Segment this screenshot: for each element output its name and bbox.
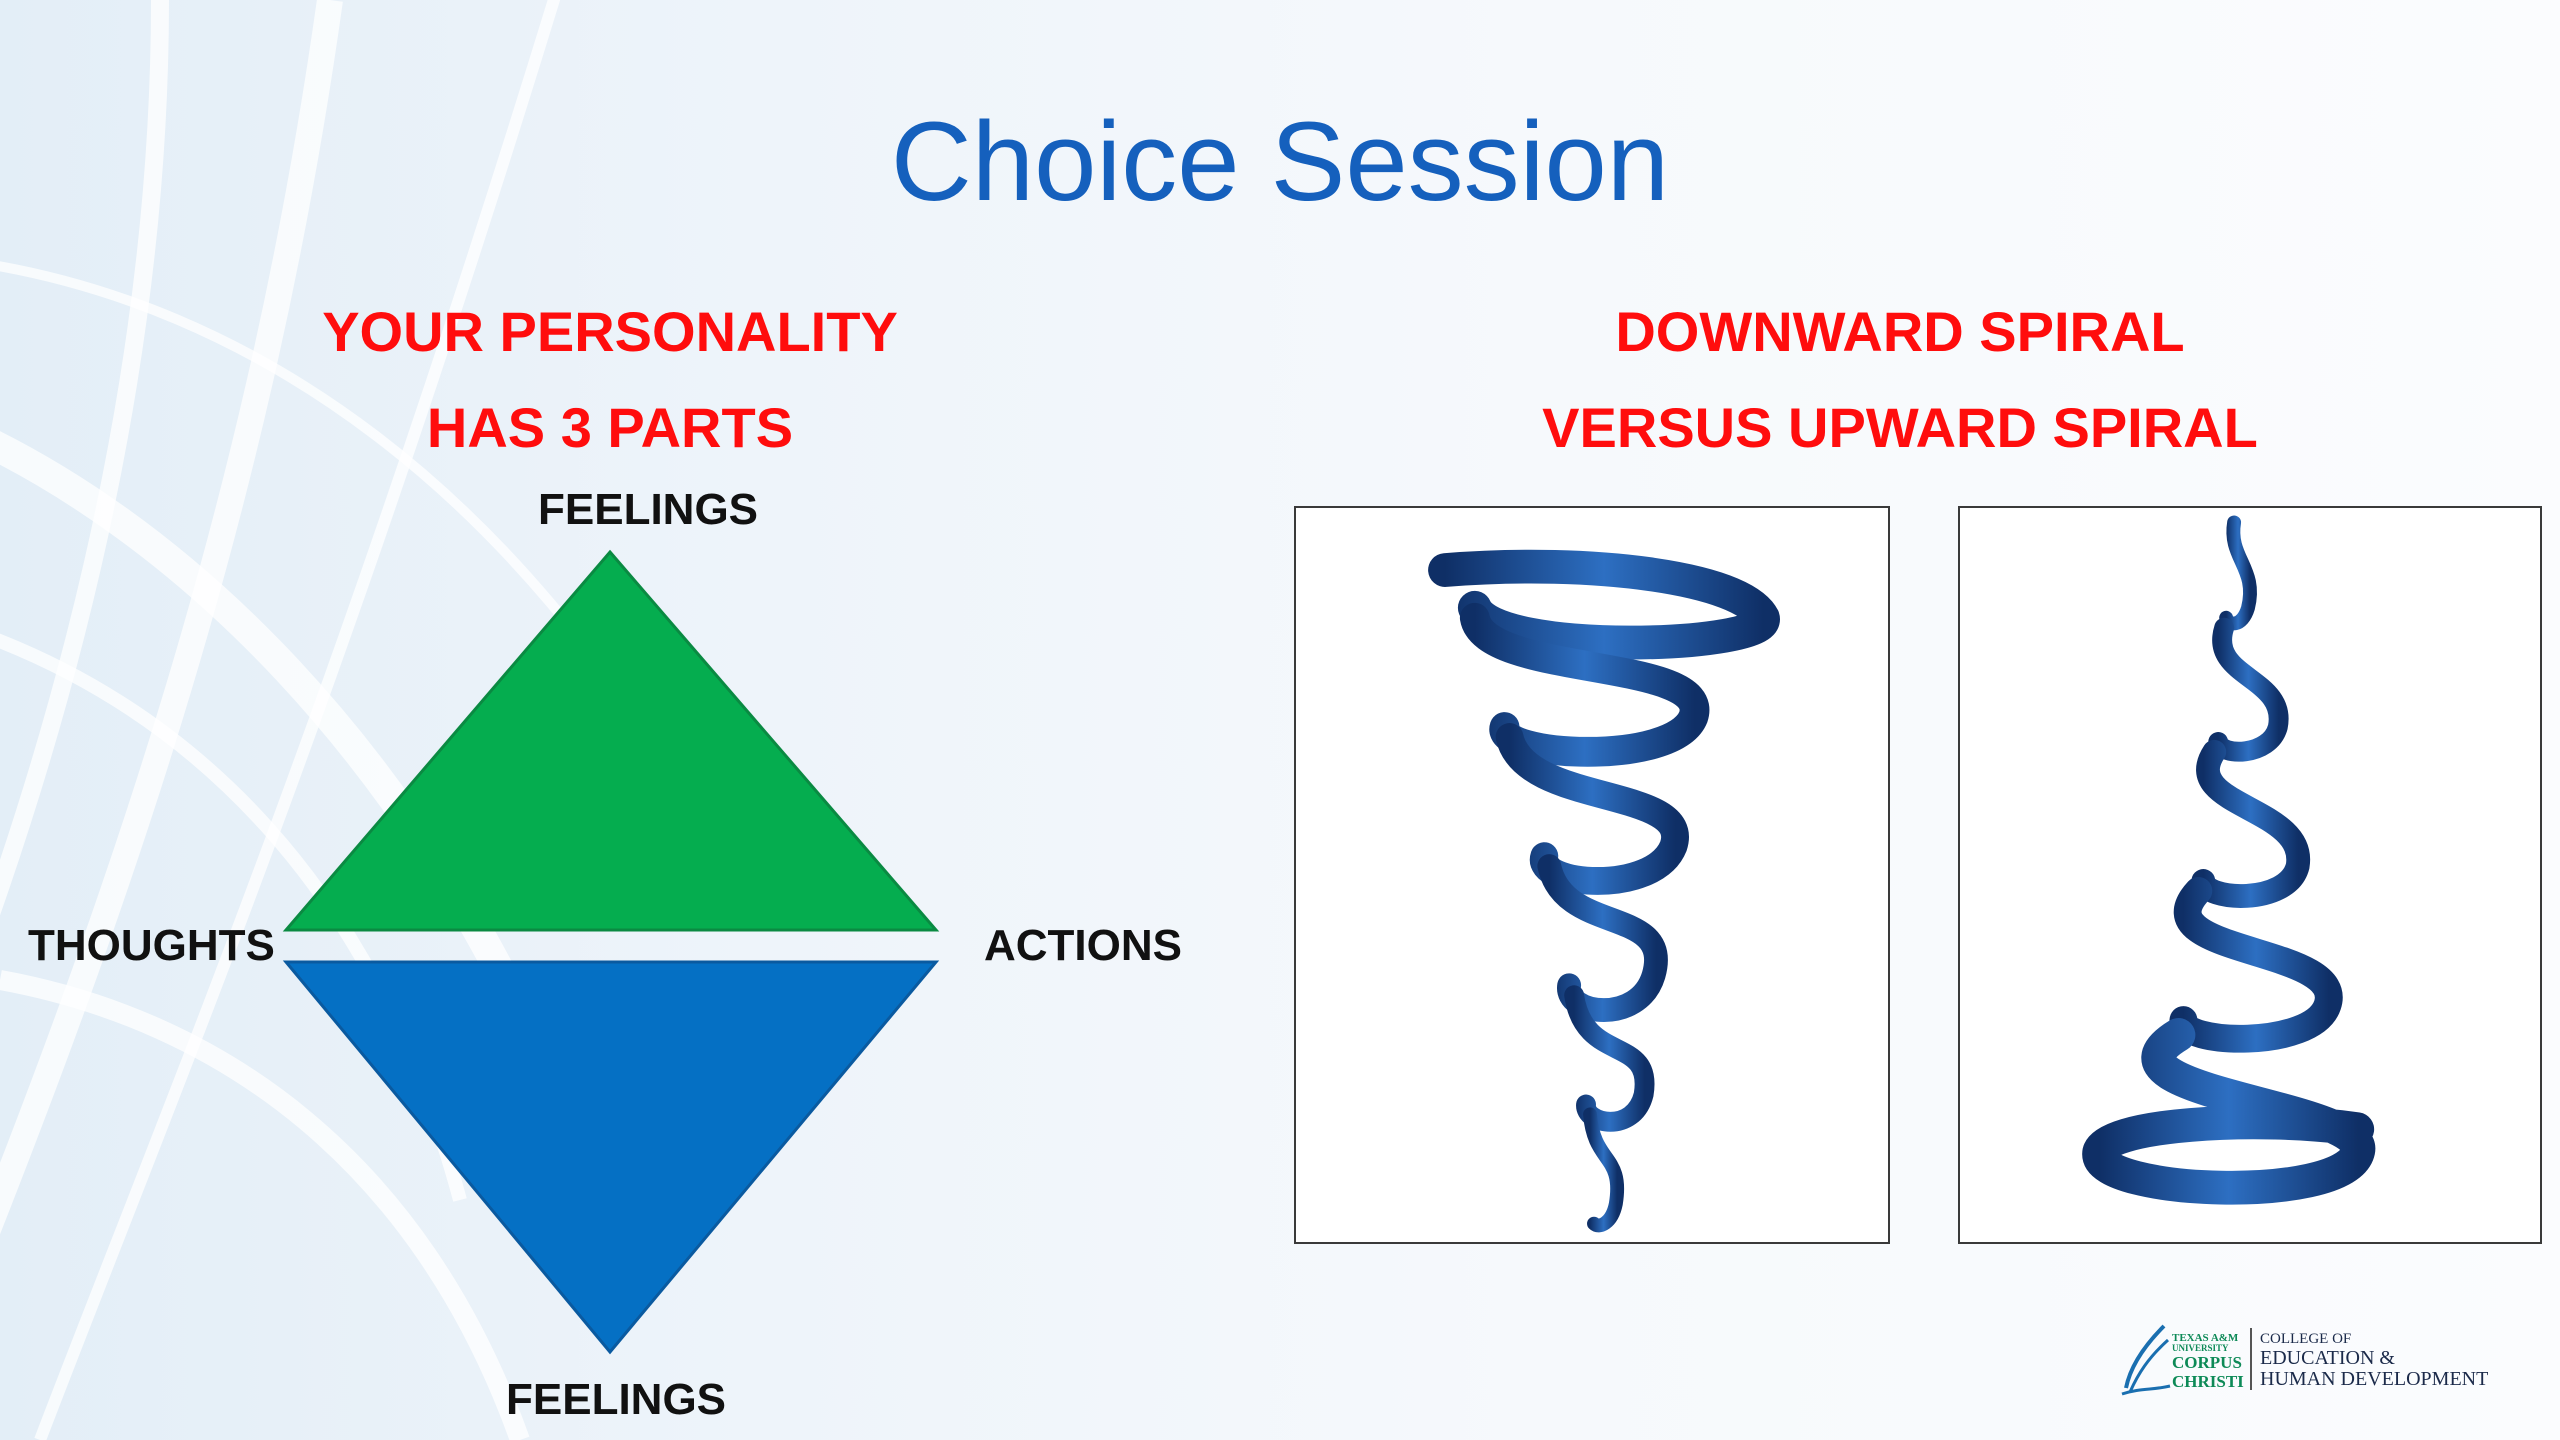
- university-line: UNIVERSITY: [2172, 1343, 2229, 1354]
- diagram-label-right: ACTIONS: [984, 921, 1182, 970]
- college-line: EDUCATION &: [2260, 1346, 2395, 1369]
- college-line: COLLEGE OF: [2260, 1331, 2352, 1347]
- left-heading-line-1: YOUR PERSONALITY: [322, 300, 898, 363]
- downward-spiral-image: [1294, 506, 1890, 1244]
- college-line: HUMAN DEVELOPMENT: [2260, 1367, 2489, 1390]
- university-line: TEXAS A&M: [2172, 1332, 2239, 1344]
- right-heading-line-2: VERSUS UPWARD SPIRAL: [1542, 396, 2258, 459]
- college-logo: TEXAS A&M UNIVERSITY CORPUS CHRISTI COLL…: [2120, 1318, 2500, 1402]
- left-heading-line-2: HAS 3 PARTS: [426, 396, 794, 459]
- college-name: COLLEGE OF EDUCATION & HUMAN DEVELOPMENT: [2260, 1331, 2489, 1390]
- diagram-label-left: THOUGHTS: [28, 921, 275, 970]
- personality-diamond-diagram: [282, 549, 940, 1355]
- logo-divider: [2250, 1328, 2252, 1390]
- right-heading-line-1: DOWNWARD SPIRAL: [1615, 300, 2185, 363]
- feelings-triangle-top: [282, 549, 940, 932]
- feelings-triangle-bottom: [282, 960, 940, 1355]
- diagram-label-bottom: FEELINGS: [506, 1375, 727, 1424]
- island-university-wave-icon: [2121, 1324, 2171, 1396]
- upward-spiral-image: [1958, 506, 2542, 1244]
- university-name: TEXAS A&M UNIVERSITY CORPUS CHRISTI: [2172, 1332, 2292, 1391]
- university-line: CHRISTI: [2172, 1371, 2244, 1391]
- slide-title: Choice Session: [890, 99, 1670, 224]
- university-line: CORPUS: [2172, 1352, 2242, 1372]
- diagram-label-top: FEELINGS: [538, 485, 759, 534]
